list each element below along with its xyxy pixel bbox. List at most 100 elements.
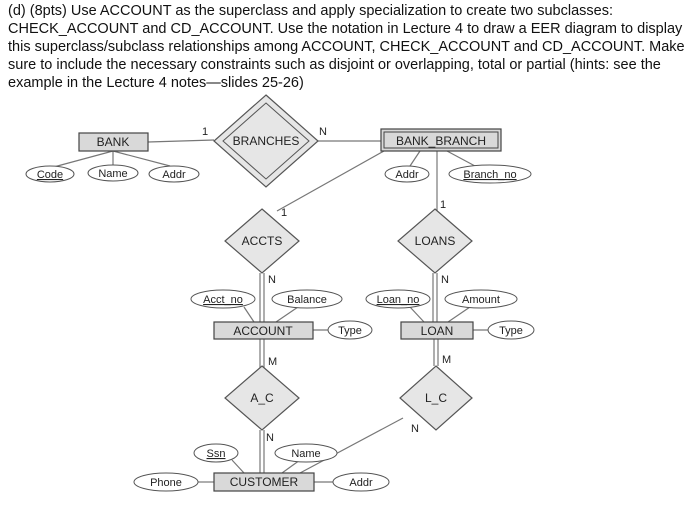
cardinality-branch-loans: 1	[440, 199, 446, 211]
edge-branch-accts	[276, 150, 385, 212]
edge-account-acctno	[243, 306, 255, 323]
attribute-ellipse	[332, 472, 390, 492]
attribute-ellipse	[133, 472, 199, 492]
edge-customer-name	[281, 459, 301, 474]
cardinality-loan-lc: M	[442, 354, 451, 366]
attribute-amount: Amount	[444, 289, 518, 309]
attribute-label: Amount	[462, 294, 500, 306]
attribute-customer-name: Name	[274, 443, 338, 463]
attribute-ellipse	[365, 289, 431, 309]
attribute-label: Code	[37, 169, 63, 181]
attribute-bank-addr: Addr	[148, 165, 200, 183]
attribute-ellipse	[448, 164, 532, 184]
question-line: (d) (8pts) Use ACCOUNT as the superclass…	[8, 3, 613, 19]
relationship-diamond	[213, 94, 319, 188]
attribute-ellipse	[271, 289, 343, 309]
relationship-accts: ACCTS	[224, 208, 300, 274]
attribute-label: Phone	[150, 477, 182, 489]
edge-branch-addr	[409, 150, 421, 167]
relationship-l-c: L_C	[399, 365, 473, 431]
entity-label: CUSTOMER	[230, 475, 299, 489]
relationship-diamond	[224, 208, 300, 274]
edge-loan-amount	[447, 306, 471, 323]
edge-customer-ssn	[231, 459, 245, 474]
cardinality-branch-accts: 1	[281, 207, 287, 219]
attribute-phone: Phone	[133, 472, 199, 492]
relationship-a-c: A_C	[224, 365, 300, 431]
attribute-ellipse	[190, 289, 256, 309]
relationship-diamond	[397, 208, 473, 274]
attribute-loan-type: Type	[487, 320, 535, 340]
edge-lc-customer	[299, 417, 404, 474]
cardinality-account-ac: M	[268, 356, 277, 368]
entity-box	[400, 321, 474, 340]
relationship-label: L_C	[425, 391, 447, 405]
attribute-ellipse	[193, 443, 239, 463]
attribute-label: Name	[291, 448, 320, 460]
attribute-ellipse	[148, 165, 200, 183]
entity-box	[78, 132, 149, 152]
entity-loan: LOAN	[400, 321, 474, 340]
entity-box	[213, 321, 314, 340]
cardinality-lc-customer: N	[411, 423, 419, 435]
entity-label: ACCOUNT	[233, 324, 293, 338]
entity-box	[380, 128, 502, 152]
relationship-label: LOANS	[415, 234, 456, 248]
edge-loan-loanno	[409, 306, 425, 323]
attribute-bank-name: Name	[87, 164, 139, 182]
attribute-label: Loan_no	[377, 294, 420, 306]
cardinality-accts-account: N	[268, 274, 276, 286]
attribute-ellipse	[327, 320, 373, 340]
attribute-branch-no: Branch_no	[448, 164, 532, 184]
relationship-branches: BRANCHES	[213, 94, 319, 188]
attribute-ellipse	[384, 165, 430, 183]
question-text: (d) (8pts) Use ACCOUNT as the superclass…	[8, 2, 694, 92]
weak-entity-inner-box	[383, 131, 499, 149]
identifying-relationship-inner	[222, 102, 310, 180]
attribute-acct-no: Acct_no	[190, 289, 256, 309]
attribute-ellipse	[25, 165, 75, 183]
edge-account-balance	[275, 306, 299, 323]
attribute-label: Addr	[162, 169, 186, 181]
edge-bank-addr	[112, 150, 171, 167]
attribute-label: Addr	[349, 477, 373, 489]
cardinality-loans-loan: N	[441, 274, 449, 286]
attribute-branch-addr: Addr	[384, 165, 430, 183]
attribute-label: Ssn	[207, 448, 226, 460]
attribute-bank-code: Code	[25, 165, 75, 183]
relationship-diamond	[224, 365, 300, 431]
attribute-label: Name	[98, 168, 127, 180]
entity-bank-branch: BANK_BRANCH	[380, 128, 502, 152]
relationship-diamond	[399, 365, 473, 431]
relationship-label: A_C	[250, 391, 274, 405]
attribute-ellipse	[274, 443, 338, 463]
attribute-ellipse	[487, 320, 535, 340]
attribute-label: Type	[338, 325, 362, 337]
relationship-loans: LOANS	[397, 208, 473, 274]
question-line: this superclass/subclass relationships a…	[8, 39, 685, 55]
attribute-label: Addr	[395, 169, 419, 181]
attribute-label: Acct_no	[203, 294, 243, 306]
entity-bank: BANK	[78, 132, 149, 152]
cardinality-ac-customer: N	[266, 432, 274, 444]
question-line: example in the Lecture 4 notes—slides 25…	[8, 75, 304, 91]
attribute-account-type: Type	[327, 320, 373, 340]
attribute-customer-addr: Addr	[332, 472, 390, 492]
edge-bank-branches	[147, 139, 215, 143]
edge-branch-no	[446, 150, 476, 167]
entity-label: LOAN	[421, 324, 454, 338]
diagram-edges	[49, 139, 490, 483]
relationship-label: BRANCHES	[233, 134, 300, 148]
entity-account: ACCOUNT	[213, 321, 314, 340]
attribute-label: Type	[499, 325, 523, 337]
relationship-label: ACCTS	[242, 234, 283, 248]
question-line: sure to include the necessary constraint…	[8, 57, 661, 73]
attribute-loan-no: Loan_no	[365, 289, 431, 309]
attribute-ellipse	[444, 289, 518, 309]
question-line: CHECK_ACCOUNT and CD_ACCOUNT. Use the no…	[8, 21, 683, 37]
cardinality-bank-branches: 1	[202, 126, 208, 138]
attribute-balance: Balance	[271, 289, 343, 309]
entity-box	[213, 472, 315, 492]
entity-label: BANK	[97, 135, 130, 149]
